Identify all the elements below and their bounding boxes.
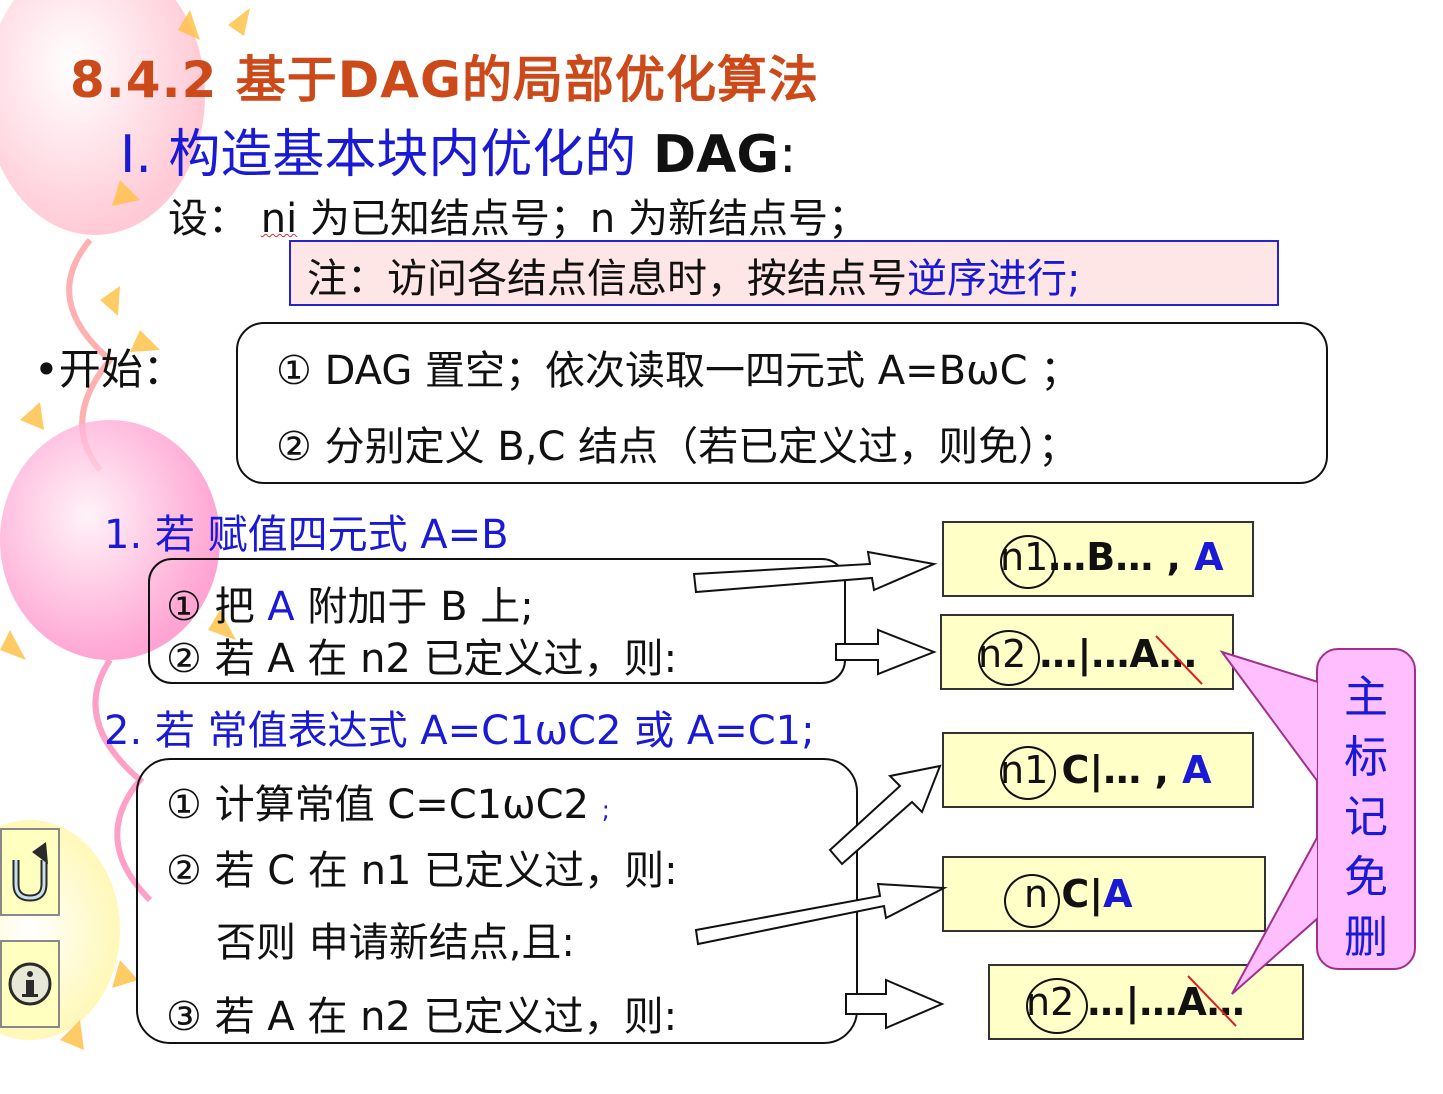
case2-step1-text: ① 计算常值 C=C1ωC2 bbox=[166, 782, 602, 828]
callout-char-1: 主 bbox=[1344, 672, 1388, 723]
balloon-pink-middle bbox=[0, 420, 220, 660]
result-box-1-node: n1 bbox=[1000, 535, 1049, 579]
strike-mark-box-2 bbox=[1155, 635, 1203, 685]
result-box-5: n2 …|…A… bbox=[988, 964, 1304, 1040]
node-circle bbox=[1000, 746, 1056, 800]
case1-box bbox=[148, 558, 846, 684]
case1-step1-c: 附加于 B 上; bbox=[294, 584, 534, 630]
callout-char-4: 免 bbox=[1344, 852, 1388, 903]
case1-heading: 1. 若 赋值四元式 A=B bbox=[104, 512, 509, 558]
result-box-1: n1…B… , A bbox=[942, 521, 1254, 597]
result-box-3-text: C|… , bbox=[1048, 748, 1183, 792]
callout-char-5: 删 bbox=[1344, 912, 1388, 963]
result-box-2: n2 …|…A… bbox=[940, 614, 1234, 690]
result-box-4-text: C| bbox=[1048, 872, 1104, 916]
arrow-to-box-3 bbox=[828, 764, 942, 866]
arrow-to-box-1 bbox=[692, 550, 938, 594]
result-box-3-node: n1 bbox=[1000, 748, 1049, 792]
case2-step-3: 否则 申请新结点,且: bbox=[216, 920, 575, 966]
note-plain: 注：访问各结点信息时，按结点号 bbox=[307, 256, 907, 302]
arrow-to-box-4 bbox=[694, 882, 948, 946]
result-box-4: n C|A bbox=[942, 856, 1266, 932]
confetti bbox=[0, 8, 250, 1050]
note-highlight: 逆序进行; bbox=[907, 256, 1081, 302]
main-mark-callout: 主 标 记 免 删 bbox=[1316, 648, 1416, 970]
case1-step1-a: ① 把 bbox=[166, 584, 268, 630]
definition-lead: 设： bbox=[168, 196, 261, 242]
node-circle bbox=[978, 630, 1040, 686]
result-box-3-blue: A bbox=[1182, 748, 1212, 792]
result-box-4-blue: A bbox=[1103, 872, 1133, 916]
node-circle bbox=[1000, 535, 1056, 589]
result-box-1-blue: A bbox=[1194, 535, 1224, 579]
subtitle-prefix: Ⅰ. 构造基本块内优化的 bbox=[120, 125, 653, 185]
start-steps-box bbox=[236, 322, 1328, 484]
result-box-5-text: …|…A… bbox=[1074, 980, 1245, 1024]
result-box-5-node: n2 bbox=[1026, 980, 1075, 1024]
result-box-4-node: n bbox=[1024, 872, 1049, 916]
balloon-pink-top bbox=[0, 0, 205, 235]
callout-char-3: 记 bbox=[1344, 792, 1388, 843]
definition-rest: 为已知结点号；n 为新结点号； bbox=[297, 196, 868, 242]
definition-line: 设： ni 为已知结点号；n 为新结点号； bbox=[168, 186, 868, 244]
case1-step-2: ② 若 A 在 n2 已定义过，则: bbox=[166, 636, 678, 682]
case1-step-1: ① 把 A 附加于 B 上; bbox=[166, 574, 534, 632]
node-circle bbox=[1026, 978, 1088, 1034]
strike-mark-box-5 bbox=[1187, 975, 1237, 1027]
case2-heading: 2. 若 常值表达式 A=C1ωC2 或 A=C1; bbox=[104, 708, 815, 754]
case2-step1-tail: ; bbox=[601, 796, 610, 824]
case2-step-1: ① 计算常值 C=C1ωC2 ; bbox=[166, 772, 610, 830]
info-button[interactable] bbox=[0, 940, 60, 1028]
section-subtitle: Ⅰ. 构造基本块内优化的 DAG: bbox=[120, 112, 797, 187]
start-step-2: ② 分别定义 B,C 结点（若已定义过，则免）； bbox=[276, 424, 1079, 470]
callout-char-2: 标 bbox=[1344, 732, 1388, 783]
callout-pointer-bottom bbox=[1231, 835, 1319, 995]
subtitle-dag: DAG bbox=[652, 125, 780, 185]
result-box-3: n1 C|… , A bbox=[942, 732, 1254, 808]
note-box: 注：访问各结点信息时，按结点号逆序进行; bbox=[289, 240, 1279, 306]
result-box-1-text: …B… , bbox=[1048, 535, 1195, 579]
start-label: •开始： bbox=[34, 345, 185, 394]
case2-step-2: ② 若 C 在 n1 已定义过，则: bbox=[166, 848, 678, 894]
info-icon bbox=[8, 962, 52, 1006]
case1-step1-b: A bbox=[267, 584, 295, 630]
node-circle bbox=[1004, 874, 1060, 928]
arrow-to-box-5 bbox=[845, 978, 945, 1030]
subtitle-suffix: : bbox=[779, 125, 797, 185]
result-box-2-node: n2 bbox=[978, 632, 1027, 676]
back-arrow-icon bbox=[12, 842, 48, 902]
start-step-1: ① DAG 置空；依次读取一四元式 A=BωC ； bbox=[276, 348, 1081, 394]
page-title: 8.4.2 基于DAG的局部优化算法 bbox=[70, 51, 820, 109]
back-button[interactable] bbox=[0, 828, 60, 916]
arrow-to-box-2 bbox=[835, 628, 937, 676]
callout-pointer-top bbox=[1219, 650, 1319, 786]
case2-step-4: ③ 若 A 在 n2 已定义过，则: bbox=[166, 994, 678, 1040]
result-box-2-text: …|…A… bbox=[1026, 632, 1197, 676]
definition-ni: ni bbox=[260, 196, 298, 242]
